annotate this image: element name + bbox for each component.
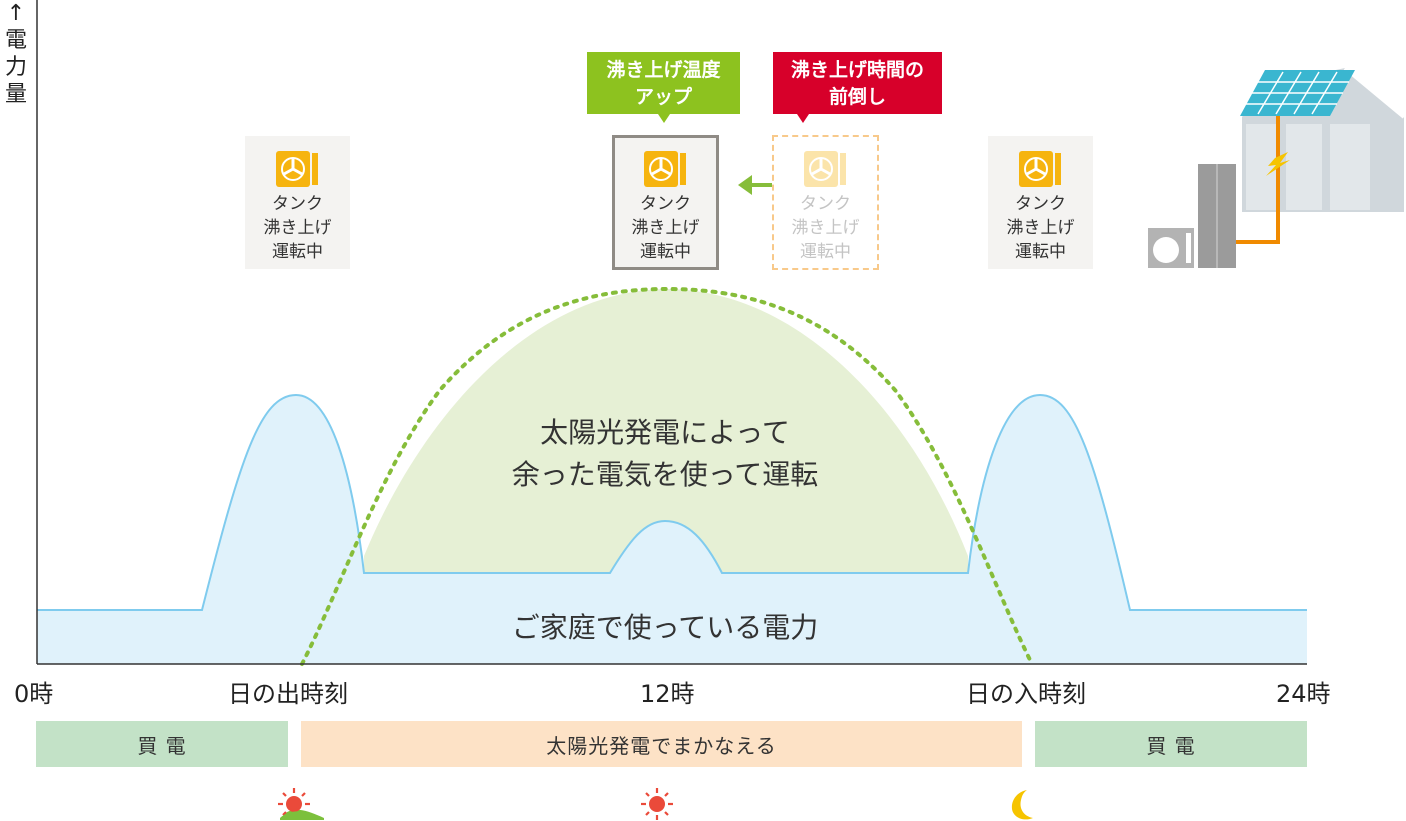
tank-icon	[1018, 151, 1061, 187]
x-tick-sunset: 日の入時刻	[966, 680, 1086, 708]
house-solar-icon	[1148, 66, 1406, 268]
sun-icon	[641, 788, 673, 820]
home-usage-area	[37, 395, 1307, 664]
home-area-label: ご家庭で使っている電力	[511, 611, 819, 644]
y-axis-label: ↑ 電 力 量	[2, 0, 30, 108]
band-solar: 太陽光発電でまかなえる	[301, 721, 1022, 767]
y-axis-char: 力	[4, 55, 27, 80]
sunrise-icon	[278, 788, 324, 820]
tank-panel-highlight: タンク 沸き上げ 運転中	[612, 135, 719, 270]
band-buy-right: 買 電	[1035, 721, 1307, 767]
band-buy-left: 買 電	[36, 721, 288, 767]
y-axis-arrow: ↑	[6, 1, 26, 26]
solar-generation-curve	[300, 286, 1034, 666]
x-tick-0h: 0時	[14, 680, 54, 708]
tank-panel: タンク 沸き上げ 運転中	[245, 136, 350, 269]
x-tick-sunrise: 日の出時刻	[228, 680, 348, 708]
tank-icon	[275, 151, 318, 187]
tank-panel: タンク 沸き上げ 運転中	[988, 136, 1093, 269]
home-usage-line	[37, 393, 1307, 611]
tank-icon	[803, 151, 846, 187]
x-tick-12h: 12時	[640, 680, 695, 708]
solar-area-label: 太陽光発電によって 余った電気を使って運転	[511, 416, 819, 491]
x-tick-24h: 24時	[1276, 680, 1331, 708]
solar-surplus-area	[364, 289, 968, 573]
y-axis-char: 電	[4, 28, 27, 53]
callout-temp-up: 沸き上げ温度 アップ	[587, 52, 740, 123]
y-axis-char: 量	[4, 82, 27, 107]
tank-panel-ghost: タンク 沸き上げ 運転中	[772, 135, 879, 270]
arrow-left-icon	[738, 175, 772, 195]
callout-time-shift: 沸き上げ時間の 前倒し	[773, 52, 942, 123]
moon-icon	[1011, 790, 1033, 820]
tank-icon	[643, 151, 686, 187]
